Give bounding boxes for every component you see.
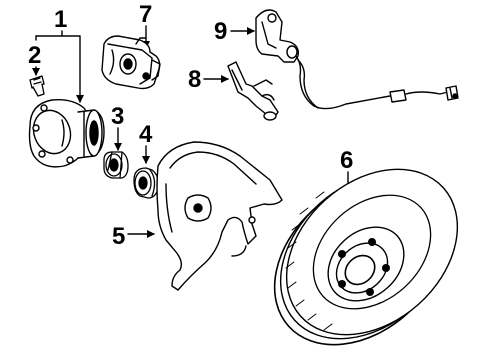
callout-7: 7 <box>139 1 152 28</box>
callout-4: 4 <box>139 121 153 148</box>
callout-5: 5 <box>112 223 125 250</box>
callout-1: 1 <box>54 6 67 33</box>
wheel-hub <box>28 98 105 168</box>
callout-3: 3 <box>111 103 124 130</box>
wheel-stud <box>29 75 45 97</box>
callout-8: 8 <box>188 66 201 93</box>
abs-sensor-bracket <box>255 9 300 63</box>
brake-rotor <box>273 168 459 346</box>
callout-2: 2 <box>28 42 41 69</box>
brake-caliper <box>101 35 161 90</box>
rotor-lug-holes <box>338 238 390 296</box>
callout-9: 9 <box>214 18 227 45</box>
abs-sensor <box>227 61 279 121</box>
leader-1 <box>35 30 80 102</box>
splash-shield <box>156 141 283 291</box>
hub-nut <box>103 151 129 179</box>
callout-6: 6 <box>340 147 353 174</box>
abs-sensor-wire <box>295 55 459 110</box>
grease-cap <box>133 167 160 199</box>
